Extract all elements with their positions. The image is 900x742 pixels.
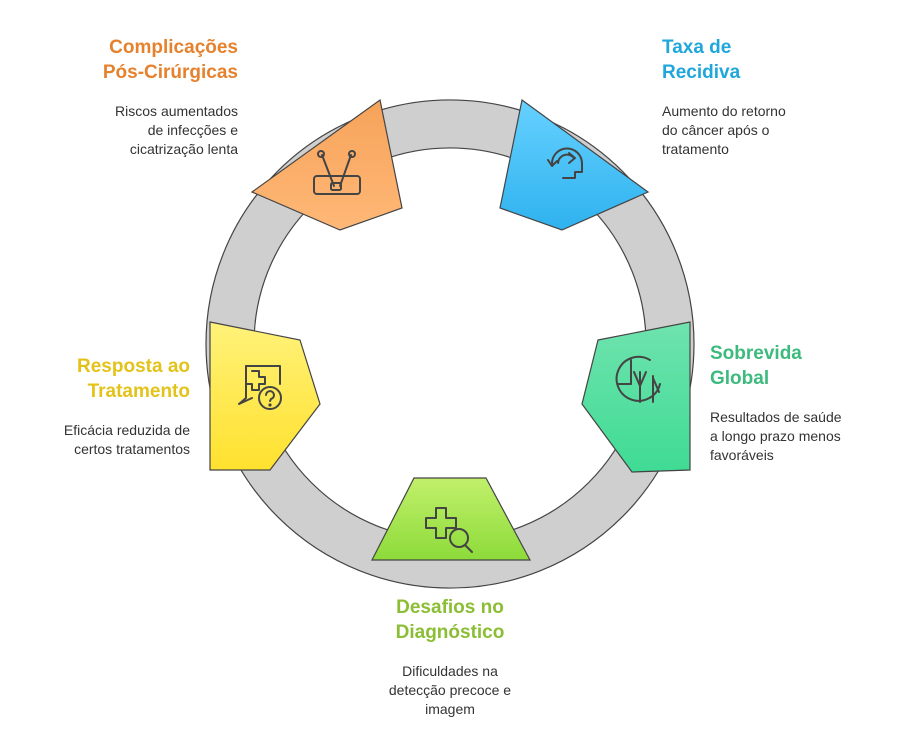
label-recidiva: Taxa de Recidiva Aumento do retorno do c… xyxy=(662,35,882,159)
title-complicacoes: Complicações Pós-Cirúrgicas xyxy=(102,37,238,83)
surgical-tools-icon xyxy=(313,150,361,195)
segment-resposta xyxy=(209,321,321,471)
chart-trend-icon xyxy=(615,355,661,403)
segment-diagnostico xyxy=(371,477,532,561)
segment-recidiva xyxy=(499,98,650,231)
label-resposta: Resposta ao Tratamento Eficácia reduzida… xyxy=(10,354,190,459)
recurrence-head-icon xyxy=(547,147,583,179)
title-diagnostico: Desafios no Diagnóstico xyxy=(395,597,505,643)
desc-diagnostico: Dificuldades na detecção precoce e image… xyxy=(388,663,512,717)
segment-complicacoes xyxy=(250,98,403,231)
title-recidiva: Taxa de Recidiva xyxy=(662,37,741,83)
medical-question-icon xyxy=(238,365,282,410)
label-diagnostico: Desafios no Diagnóstico Dificuldades na … xyxy=(330,595,570,719)
desc-sobrevida: Resultados de saúde a longo prazo menos … xyxy=(710,409,842,463)
desc-recidiva: Aumento do retorno do câncer após o trat… xyxy=(662,103,786,157)
title-sobrevida: Sobrevida Global xyxy=(710,343,802,389)
desc-complicacoes: Riscos aumentados de infecções e cicatri… xyxy=(115,103,238,157)
medical-search-icon xyxy=(425,507,473,553)
label-sobrevida: Sobrevida Global Resultados de saúde a l… xyxy=(710,341,890,465)
segment-sobrevida xyxy=(581,321,691,473)
title-resposta: Resposta ao Tratamento xyxy=(77,356,190,402)
label-complicacoes: Complicações Pós-Cirúrgicas Riscos aumen… xyxy=(18,35,238,159)
desc-resposta: Eficácia reduzida de certos tratamentos xyxy=(63,422,190,457)
